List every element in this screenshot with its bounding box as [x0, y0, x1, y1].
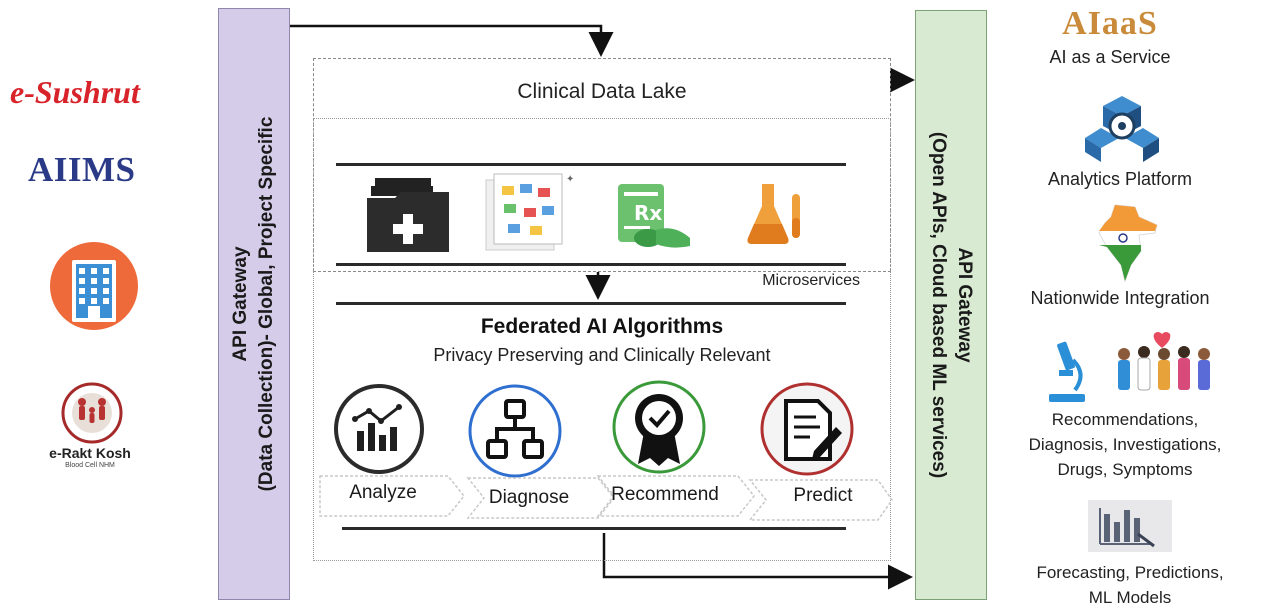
- divider-micro: [336, 263, 846, 266]
- analytics-platform-label: Analytics Platform: [1047, 169, 1193, 189]
- api-gateway-data-collection: API Gateway (Data Collection)- Global, P…: [218, 8, 290, 600]
- recommendations-label: Recommendations, Diagnosis, Investigatio…: [1005, 407, 1245, 482]
- data-board-icon: ✦: [484, 172, 576, 254]
- microservices-label: Microservices: [762, 272, 860, 289]
- divider-bottom: [342, 527, 846, 530]
- arrow-gateway-to-lake: [290, 24, 614, 57]
- step-chevrons: [319, 475, 893, 521]
- step-analyze-label: Analyze: [349, 482, 417, 503]
- recommend-badge-icon: [610, 380, 708, 474]
- recommendations-line-1: Recommendations,: [1051, 410, 1199, 429]
- medical-folder-icon: [365, 176, 451, 254]
- predict-document-icon: [758, 381, 856, 477]
- india-map-flag-icon: [1095, 203, 1163, 283]
- recommendations-line-2: Diagnosis, Investigations,: [1028, 435, 1222, 454]
- lab-flask-icon: [740, 180, 806, 246]
- forecast-chart-icon: [1088, 500, 1172, 552]
- analyze-chart-icon: [333, 383, 425, 475]
- divider-algorithms: [336, 302, 846, 305]
- federated-ai-title: Federated AI Algorithms: [480, 315, 724, 338]
- analytics-cube-icon: [1083, 94, 1161, 164]
- forecasting-line-1: Forecasting, Predictions,: [1036, 563, 1224, 582]
- e-sushrut-logo: e-Sushrut: [10, 74, 140, 110]
- api-gateway-open-apis: API Gateway (Open APIs, Cloud based ML s…: [915, 10, 987, 600]
- e-rakt-kosh-logo: e-Rakt Kosh: [49, 445, 131, 461]
- federated-ai-subtitle: Privacy Preserving and Clinically Releva…: [433, 345, 771, 365]
- step-recommend-label: Recommend: [611, 484, 719, 505]
- clinical-data-lake-title: Clinical Data Lake: [517, 80, 687, 103]
- aiaas-subtitle: AI as a Service: [1049, 47, 1171, 67]
- svg-text:Rx: Rx: [634, 201, 662, 225]
- nhm-emblem-icon: [60, 382, 124, 444]
- aiims-logo: AIIMS: [28, 150, 136, 189]
- step-predict-label: Predict: [793, 485, 853, 506]
- prescription-icon: Rx: [612, 180, 694, 252]
- svg-text:✦: ✦: [566, 174, 574, 185]
- arrow-algorithms-to-right-gateway: [602, 533, 913, 590]
- recommendations-line-3: Drugs, Symptoms: [1057, 460, 1193, 479]
- hospital-building-icon: [48, 240, 140, 332]
- services-box: [313, 118, 891, 561]
- diagnose-hierarchy-icon: [466, 383, 564, 479]
- microscope-icon: [1043, 340, 1091, 404]
- nationwide-integration-label: Nationwide Integration: [1030, 288, 1210, 308]
- medical-team-icon: [1112, 330, 1222, 396]
- forecasting-line-2: ML Models: [1088, 588, 1172, 607]
- forecasting-label: Forecasting, Predictions, ML Models: [1005, 560, 1255, 610]
- step-diagnose-label: Diagnose: [488, 487, 570, 508]
- divider-top: [336, 163, 846, 166]
- aiaas-title: AIaaS: [1062, 5, 1158, 42]
- e-rakt-kosh-subtitle: Blood Cell NHM: [65, 462, 115, 469]
